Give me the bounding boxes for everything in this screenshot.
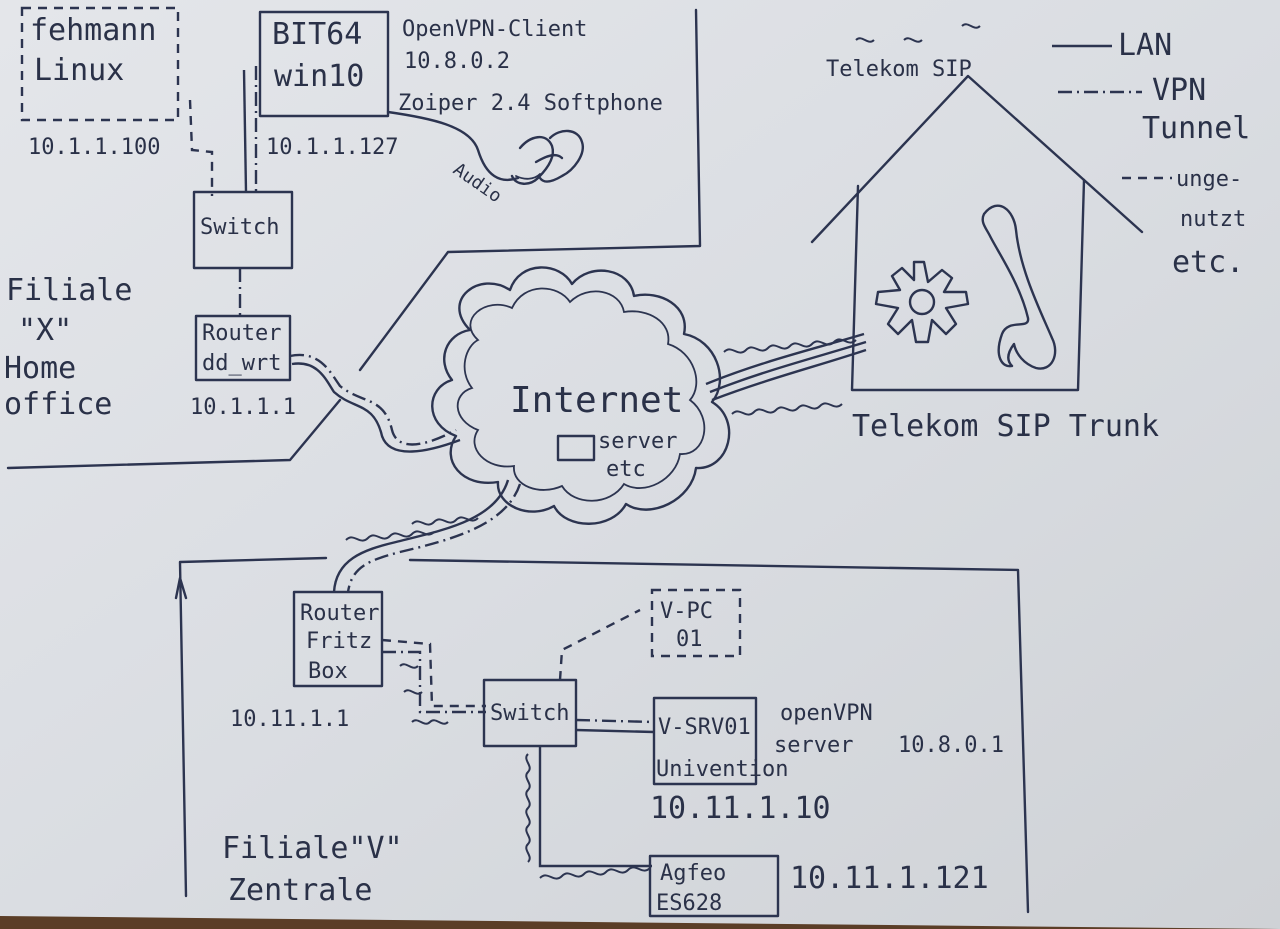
- zentrale-lan-link: [332, 479, 510, 593]
- fritzbox-switch-vpn: [382, 650, 486, 714]
- home-switch-label: Switch: [200, 215, 279, 240]
- filiale-x-label-3: Home: [4, 351, 76, 386]
- switch-vsrv-lan: [575, 728, 655, 734]
- legend-unused-label-1: unge-: [1176, 167, 1242, 192]
- switch-agfeo-lan: [538, 746, 652, 868]
- fritzbox-label-1: Router: [300, 601, 379, 626]
- home-switch-box: [192, 190, 294, 270]
- bit64-label: BIT64: [272, 17, 362, 52]
- cloud-inner-outline: [456, 287, 706, 502]
- zentrale-switch-label: Switch: [490, 701, 569, 726]
- server-etc-label: etc: [606, 457, 646, 482]
- fritzbox-sip-wave: [399, 663, 449, 725]
- legend-unused-label-2: nutzt: [1180, 207, 1246, 232]
- bit64-box: [258, 10, 390, 118]
- zentrale-switch-box: [482, 678, 578, 748]
- agfeo-sip-wave-vertical: [525, 753, 531, 863]
- home-router-ip: 10.1.1.1: [190, 395, 296, 420]
- vsrv-label-1: V-SRV01: [658, 715, 751, 740]
- home-lan-link: [291, 362, 461, 453]
- filiale-v-label-2: Zentrale: [228, 873, 373, 908]
- home-router-label-2: dd_wrt: [202, 351, 281, 376]
- softphone-label: Zoiper 2.4 Softphone: [398, 91, 663, 116]
- legend-unused-label-3: etc.: [1172, 245, 1244, 280]
- fritzbox-label-2: Fritz: [306, 629, 372, 654]
- legend-tunnel-label: Tunnel: [1142, 111, 1250, 146]
- sip-wave-marks: [855, 23, 981, 43]
- switch-vpc-unused: [558, 608, 641, 681]
- filiale-v-label-1: Filiale"V": [222, 831, 403, 866]
- fehmann-linux-box: [20, 6, 180, 122]
- fehmann-ip: 10.1.1.100: [28, 135, 160, 160]
- home-router-internet-links: [289, 353, 461, 453]
- openvpn-server-label-2: server: [774, 733, 853, 758]
- zentrale-region: Router Fritz Box 10.11.1.1 Switch V-PC 0…: [174, 479, 1030, 918]
- home-office-border-bottom: [6, 398, 342, 470]
- agfeo-sip-wave-horizontal: [539, 866, 651, 880]
- home-router-label-1: Router: [202, 321, 281, 346]
- zentrale-border-arrow: [174, 576, 188, 600]
- fehmann-label: fehmann: [30, 13, 156, 48]
- switch-vsrv-vpn: [575, 718, 655, 724]
- gear-icon: [874, 260, 970, 344]
- zentrale-sip-wave: [345, 516, 479, 542]
- zentrale-vpn-tunnel: [346, 483, 522, 593]
- telekom-trunk-label: Telekom SIP Trunk: [852, 409, 1159, 444]
- server-label: server: [598, 429, 677, 454]
- vsrv-box: [652, 696, 758, 786]
- vpc-box: [650, 588, 742, 658]
- fritzbox-box: [292, 590, 384, 688]
- house-walls: [850, 178, 1086, 392]
- vpc-label-1: V-PC: [660, 599, 713, 624]
- internet-telekom-links: [705, 332, 867, 416]
- home-office-region: fehmann Linux 10.1.1.100 BIT64 win10 10.…: [4, 6, 702, 470]
- legend: LAN VPN Tunnel unge- nutzt etc.: [1052, 28, 1250, 280]
- linux-label: Linux: [34, 53, 124, 88]
- bit64-switch-lan: [242, 69, 248, 193]
- openvpn-client-ip: 10.8.0.2: [404, 49, 510, 74]
- bit64-ip: 10.1.1.127: [266, 135, 398, 160]
- win10-label: win10: [274, 59, 364, 94]
- home-router-box: [194, 314, 292, 382]
- filiale-x-label-2: "X": [18, 313, 72, 348]
- vsrv-label-2: Univention: [656, 757, 788, 782]
- legend-lan-label: LAN: [1118, 28, 1172, 63]
- headset-icon: [386, 110, 584, 185]
- vpc-label-2: 01: [676, 627, 703, 652]
- zentrale-border-right: [408, 558, 1030, 914]
- openvpn-server-label-1: openVPN: [780, 701, 873, 726]
- internet-label: Internet: [510, 380, 683, 421]
- fritzbox-switch-unused: [381, 638, 486, 708]
- vsrv-ip: 10.11.1.10: [650, 791, 831, 826]
- agfeo-label-1: Agfeo: [660, 861, 726, 886]
- server-box: [556, 434, 596, 462]
- agfeo-box: [648, 854, 780, 918]
- openvpn-server-ip: 10.8.0.1: [898, 733, 1004, 758]
- home-office-border-right: [358, 8, 702, 372]
- openvpn-client-label: OpenVPN-Client: [402, 17, 587, 42]
- fritzbox-label-3: Box: [308, 659, 348, 684]
- zentrale-border-left: [178, 556, 328, 898]
- legend-vpn-label: VPN: [1152, 73, 1206, 108]
- filiale-x-label-1: Filiale: [6, 273, 132, 308]
- fritzbox-ip: 10.11.1.1: [230, 707, 349, 732]
- telekom-house: Telekom SIP Telekom SIP Trunk: [810, 23, 1159, 444]
- filiale-x-label-4: office: [4, 387, 112, 422]
- phone-icon: [981, 204, 1057, 370]
- telekom-sip-label: Telekom SIP: [826, 57, 972, 82]
- home-vpn-tunnel: [289, 353, 457, 446]
- agfeo-label-2: ES628: [656, 891, 722, 916]
- agfeo-ip: 10.11.1.121: [790, 861, 989, 896]
